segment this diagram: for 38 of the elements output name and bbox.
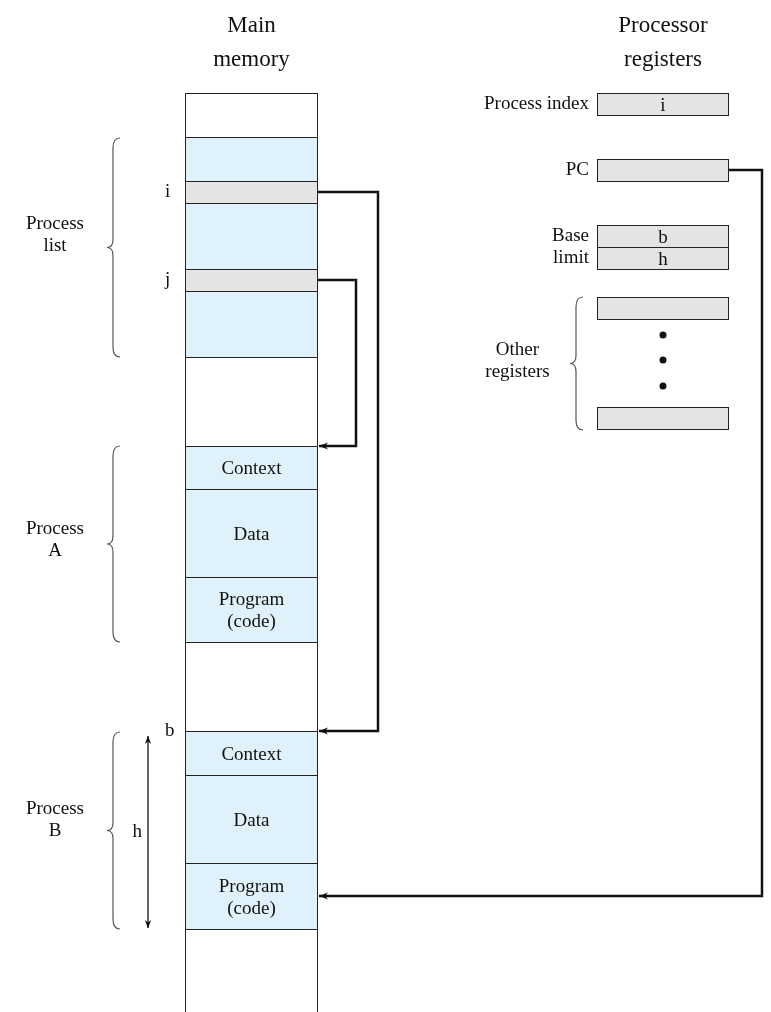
group-label: Process list	[24, 212, 86, 256]
arrow	[318, 190, 380, 735]
column-heading: Main memory	[212, 11, 291, 73]
register-label: Base	[552, 224, 589, 246]
register-label: PC	[565, 158, 589, 180]
memory-block: Context	[185, 446, 318, 490]
memory-block: Context	[185, 731, 318, 776]
memory-block: Program (code)	[185, 577, 318, 643]
register-box	[597, 407, 729, 430]
column-heading: Processor registers	[617, 11, 709, 73]
group-label: Other registers	[484, 338, 551, 382]
memory-block	[185, 203, 318, 270]
address-label: b	[165, 719, 175, 741]
register-box: i	[597, 93, 729, 116]
group-label: Process B	[24, 797, 86, 841]
register-label: Process index	[484, 92, 589, 114]
memory-block	[185, 357, 318, 447]
address-label: i	[165, 180, 171, 202]
memory-block: Data	[185, 489, 318, 578]
memory-block: Program (code)	[185, 863, 318, 930]
register-box	[597, 297, 729, 320]
memory-block	[185, 181, 318, 204]
memory-block: Data	[185, 775, 318, 864]
memory-block	[185, 642, 318, 732]
arrow	[319, 168, 764, 900]
register-box	[597, 159, 729, 182]
address-label: j	[165, 268, 171, 290]
memory-block	[185, 269, 318, 292]
memory-block	[185, 93, 318, 138]
register-box: h	[597, 247, 729, 270]
register-label: limit	[553, 246, 589, 268]
dimension-label: h	[131, 820, 142, 842]
register-box: b	[597, 225, 729, 248]
memory-block	[185, 929, 318, 1012]
memory-block	[185, 291, 318, 358]
group-label: Process A	[24, 517, 86, 561]
memory-block	[185, 137, 318, 182]
arrow	[318, 278, 358, 450]
